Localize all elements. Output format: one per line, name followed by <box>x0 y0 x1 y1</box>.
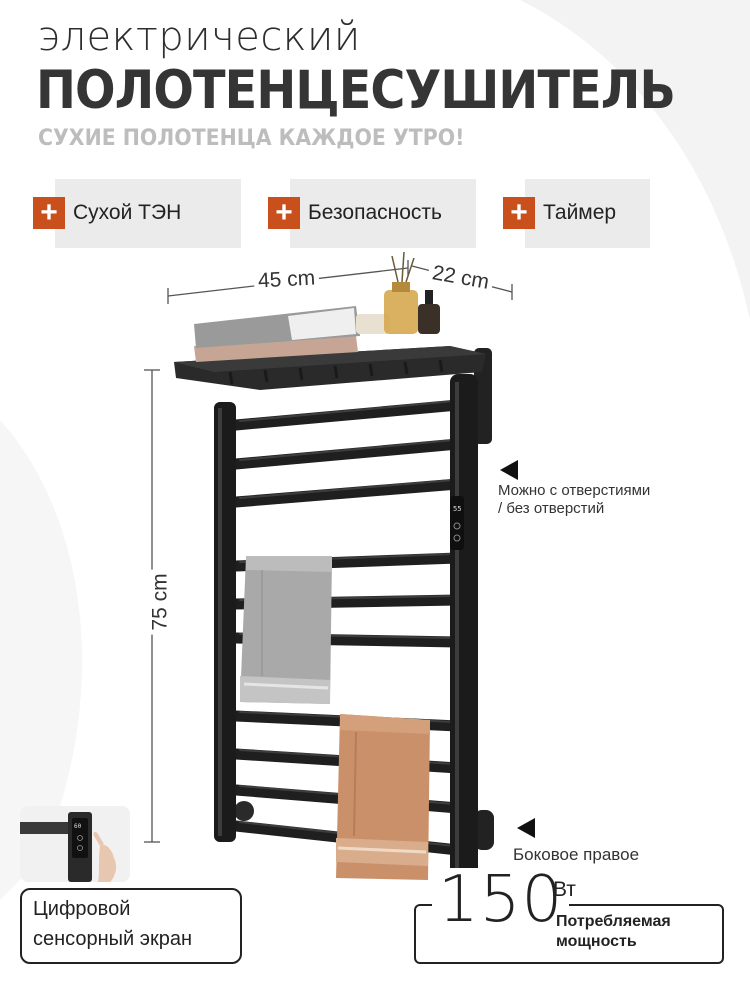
plus-icon: + <box>503 197 535 229</box>
feature-label: Таймер <box>543 201 617 224</box>
plus-icon: + <box>268 197 300 229</box>
power-value: 150 <box>432 868 570 932</box>
mounting-note-line2: / без отверстий <box>498 500 605 517</box>
touch-screen-thumbnail: 60 <box>20 806 130 882</box>
arrow-left-icon <box>517 818 535 838</box>
arrow-left-icon <box>500 460 518 480</box>
feature-timer: + Таймер <box>503 179 650 248</box>
power-label-line1: Потребляемая <box>556 913 671 930</box>
touch-screen-line1: Цифровой <box>33 898 131 920</box>
tan-towel <box>336 714 430 880</box>
mounting-note: Можно с отверстиями / без отверстий <box>498 482 650 518</box>
feature-label: Безопасность <box>308 201 442 224</box>
touch-screen-line2: сенсорный экран <box>33 928 193 950</box>
power-label: Потребляемая мощность <box>556 912 671 952</box>
title-small: электрический <box>38 14 361 60</box>
touch-screen-badge: Цифровой сенсорный экран <box>20 888 242 964</box>
feature-safety: + Безопасность <box>268 179 476 248</box>
connection-note: Боковое правое <box>513 845 640 864</box>
svg-text:60: 60 <box>74 823 82 830</box>
feature-label: Сухой ТЭН <box>73 201 182 224</box>
subtitle: СУХИЕ ПОЛОТЕНЦА КАЖДОЕ УТРО! <box>38 126 465 151</box>
height-dimension: 75 cm <box>148 569 173 635</box>
plus-icon: + <box>33 197 65 229</box>
right-post <box>450 374 478 878</box>
width-dimension: 45 cm <box>253 266 320 294</box>
mounting-note-line1: Можно с отверстиями <box>498 482 651 499</box>
feature-dry-heater: + Сухой ТЭН <box>33 179 241 248</box>
power-unit: Вт <box>553 878 576 901</box>
svg-text:55: 55 <box>453 505 461 513</box>
page-title: ПОЛОТЕНЦЕСУШИТЕЛЬ <box>36 60 676 121</box>
power-label-line2: мощность <box>556 933 637 950</box>
left-post <box>214 402 236 842</box>
